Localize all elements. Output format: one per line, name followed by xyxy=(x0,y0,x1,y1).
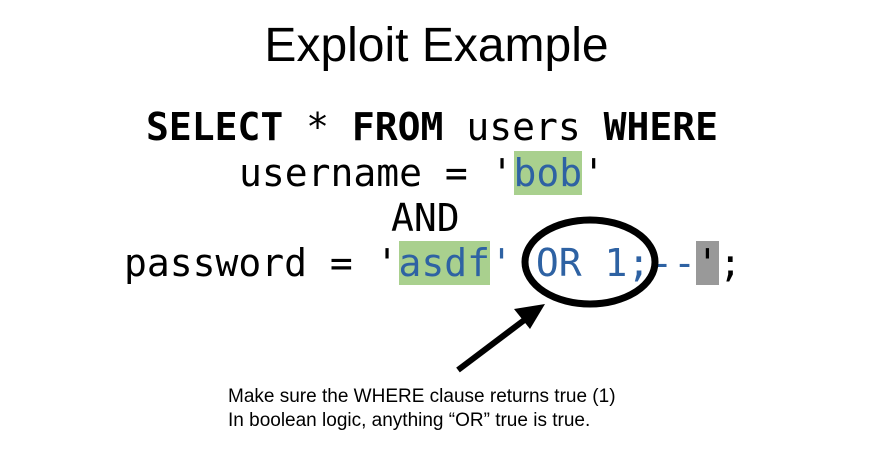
password-close-quote: ' xyxy=(490,241,513,285)
trailing-semicolon: ; xyxy=(718,241,742,285)
keyword-select: SELECT xyxy=(146,105,284,149)
keyword-and: AND xyxy=(391,196,460,240)
username-prefix: username = ' xyxy=(239,151,514,195)
password-value: asdf xyxy=(398,241,491,285)
annotation-line-2: In boolean logic, anything “OR” true is … xyxy=(228,410,591,431)
table-name: users xyxy=(443,105,604,149)
annotation-line-1: Make sure the WHERE clause returns true … xyxy=(228,386,616,407)
username-value: bob xyxy=(513,151,583,195)
username-suffix: ' xyxy=(582,151,606,195)
keyword-where: WHERE xyxy=(603,105,718,149)
select-star: * xyxy=(283,105,352,149)
annotation-arrow-shaft xyxy=(456,315,529,373)
query-line-password: password = 'asdf' OR 1;--'; xyxy=(124,240,742,286)
annotation-arrow-head xyxy=(514,304,545,329)
trailing-quote: ' xyxy=(695,241,719,285)
highlight-circle xyxy=(521,216,659,308)
query-line-select: SELECT * FROM users WHERE xyxy=(146,104,718,150)
keyword-from: FROM xyxy=(351,105,444,149)
password-prefix: password = ' xyxy=(124,241,399,285)
query-line-and: AND xyxy=(391,195,460,241)
query-line-username: username = 'bob' xyxy=(239,150,605,196)
annotation-note: Make sure the WHERE clause returns true … xyxy=(228,385,616,433)
slide-title: Exploit Example xyxy=(264,19,609,72)
